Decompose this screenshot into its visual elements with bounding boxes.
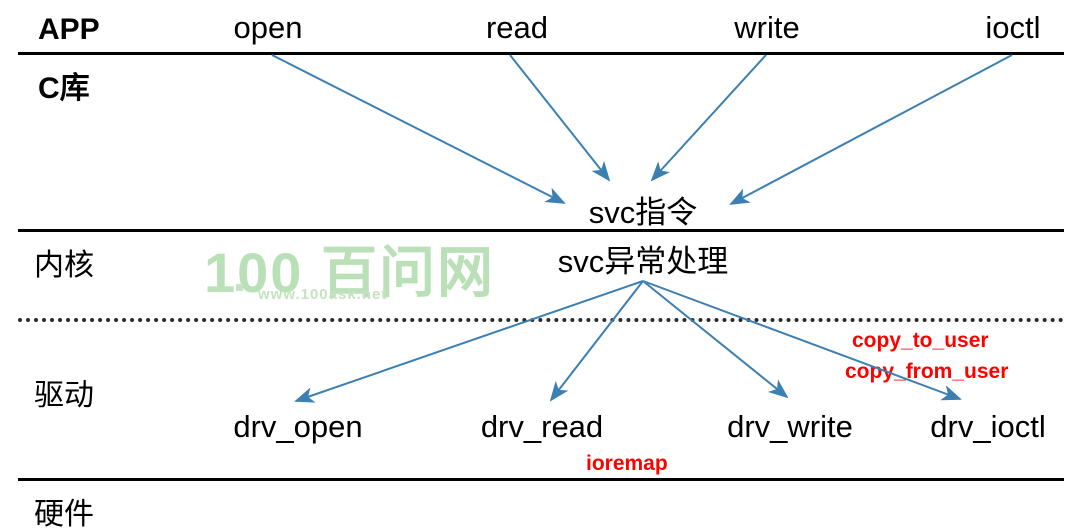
app-call-read: read [485, 10, 549, 45]
arrow-ioctl-to-svc [729, 54, 1013, 205]
layer-label-kernel: 内核 [34, 249, 94, 282]
layer-label-clib: C库 [38, 72, 90, 105]
watermark-dot [236, 284, 243, 291]
divider-clib-kernel [18, 229, 1064, 232]
arrow-svc-to-drv-write [642, 280, 789, 399]
layer-label-app: APP [38, 13, 100, 46]
divider-driver-hardware [18, 478, 1064, 481]
arrow-svc-to-drv-open [294, 280, 644, 403]
annotation-copy-to-user: copy_to_user [852, 329, 989, 352]
app-call-write: write [734, 10, 800, 45]
layer-label-driver: 驱动 [34, 379, 94, 412]
arrow-read-to-svc [509, 54, 611, 182]
layer-label-hardware: 硬件 [34, 498, 94, 529]
driver-fn-drv-read: drv_read [480, 409, 604, 444]
annotation-copy-from-user: copy_from_user [845, 360, 1009, 383]
arrow-write-to-svc [650, 54, 767, 182]
app-call-ioctl: ioctl [985, 10, 1041, 45]
arrow-open-to-svc [271, 54, 566, 204]
app-call-open: open [233, 10, 303, 45]
driver-fn-drv-open: drv_open [233, 409, 363, 444]
kernel-node-svc-instruction: svc指令 [588, 195, 698, 230]
watermark-url: www.100ask.net [258, 286, 388, 303]
arrow-svc-to-drv-read [549, 280, 644, 402]
annotation-ioremap: ioremap [586, 452, 668, 475]
divider-app-clib [18, 52, 1064, 55]
watermark-logo: 100 百问网 [204, 241, 495, 304]
kernel-node-svc-exception: svc异常处理 [557, 244, 729, 279]
divider-kernel-driver-dotted [18, 318, 1064, 322]
driver-fn-drv-write: drv_write [727, 409, 853, 444]
driver-fn-drv-ioctl: drv_ioctl [930, 409, 1046, 444]
